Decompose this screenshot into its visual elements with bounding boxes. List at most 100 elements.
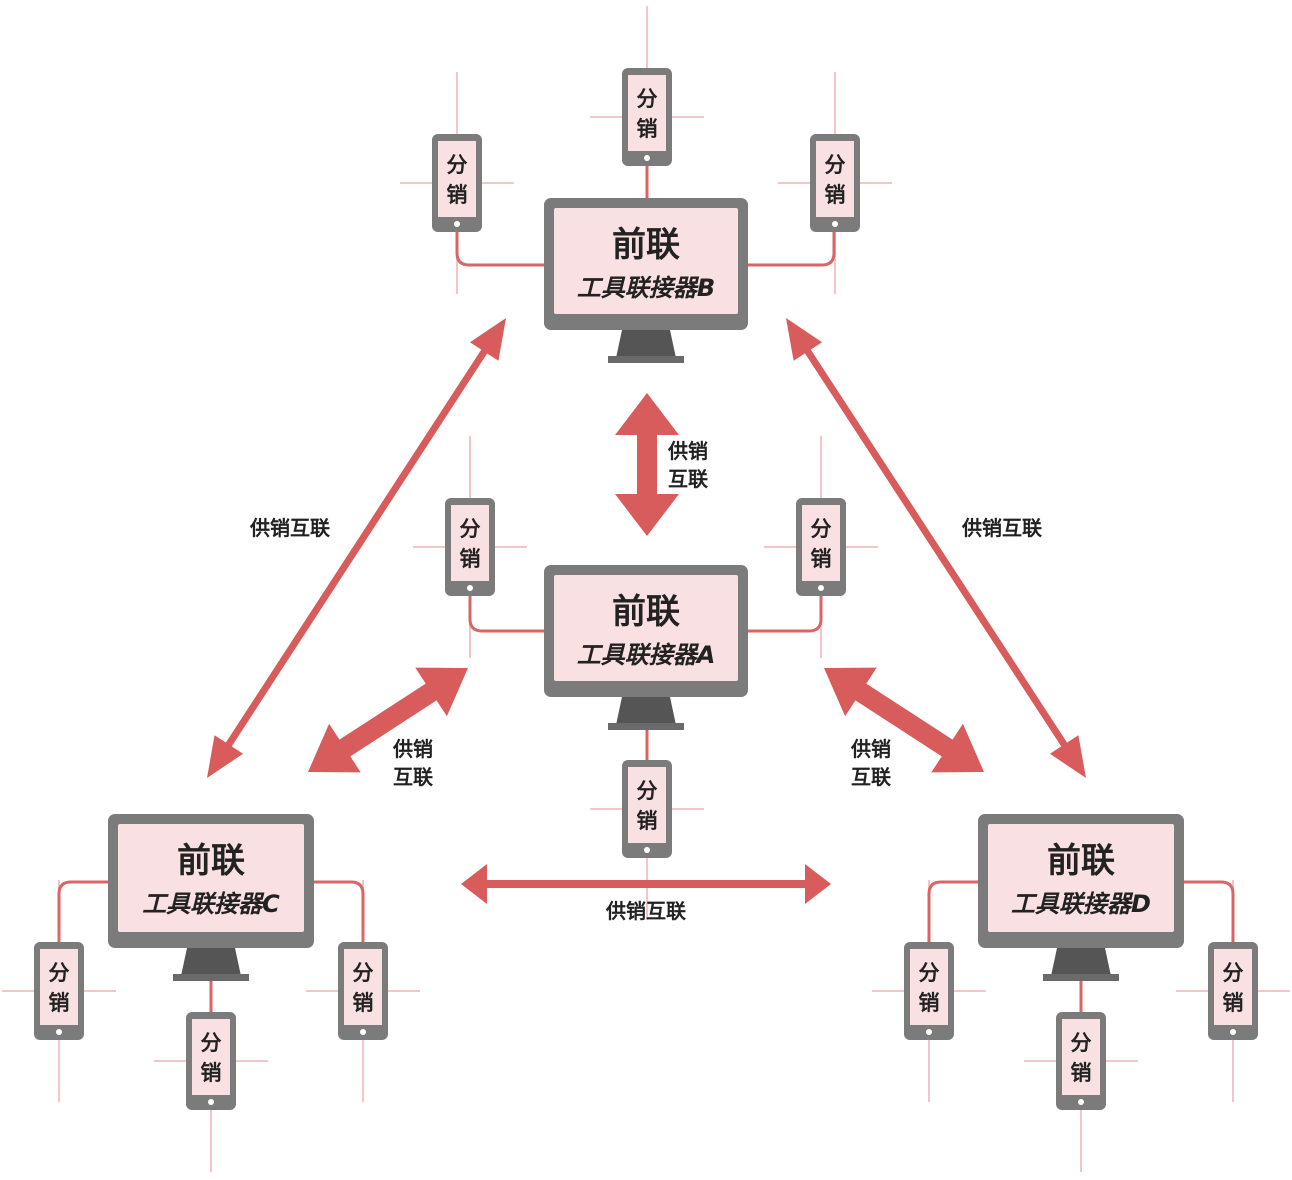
hub-title: 前联 [612, 592, 680, 632]
arrows-layer [207, 318, 1087, 904]
link-label-line1: 供销 [392, 737, 433, 761]
phone-home-button [818, 585, 824, 591]
phone-label-line2: 销 [637, 117, 658, 141]
monitor-base [608, 356, 684, 363]
monitor-icon [978, 814, 1184, 981]
arrow-a-d-icon [824, 667, 985, 773]
arrow-b-d-icon [786, 318, 1087, 778]
distribution-phone: 分销 [796, 498, 846, 596]
phone-home-button [832, 221, 838, 227]
phone-label-line1: 分 [637, 87, 658, 111]
wire-line [1184, 880, 1235, 942]
phone-screen [40, 949, 78, 1025]
phone-label-line1: 分 [49, 961, 70, 985]
phone-label-line2: 销 [1223, 991, 1244, 1015]
phone-screen [910, 949, 948, 1025]
phone-screen [438, 141, 476, 217]
phone-screen [451, 505, 489, 581]
link-label-line1: 供销互联 [961, 516, 1042, 540]
link-label-c-d: 供销互联 [605, 899, 686, 923]
link-label-line2: 互联 [851, 765, 891, 789]
distribution-phone: 分销 [34, 942, 84, 1040]
monitor-base [173, 974, 249, 981]
monitor-screen [554, 575, 738, 681]
phone-label-line2: 销 [811, 547, 832, 571]
arrow-a-c-icon [307, 667, 468, 773]
phone-icon [622, 760, 672, 858]
distribution-phone: 分销 [338, 942, 388, 1040]
link-label-line2: 互联 [668, 467, 708, 491]
monitor-icon [544, 198, 748, 363]
phone-home-button [454, 221, 460, 227]
phone-home-button [467, 585, 473, 591]
monitor-icon [108, 814, 314, 981]
link-label-line1: 供销 [667, 439, 708, 463]
monitor-base [608, 723, 684, 730]
phone-home-button [644, 155, 650, 161]
monitor-screen [118, 824, 304, 932]
link-label-line1: 供销互联 [605, 899, 686, 923]
phone-label-line1: 分 [919, 961, 940, 985]
hub-subtitle: 工具联接器A [577, 641, 716, 669]
monitor-stand [1051, 948, 1111, 976]
link-label-b-c: 供销互联 [249, 516, 330, 540]
hub-subtitle: 工具联接器D [1011, 890, 1151, 918]
phone-label-line1: 分 [811, 517, 832, 541]
distribution-phone: 分销 [904, 942, 954, 1040]
phone-icon [432, 134, 482, 232]
phone-home-button [208, 1099, 214, 1105]
phone-home-button [926, 1029, 932, 1035]
monitor-base [1043, 974, 1119, 981]
phone-icon [622, 68, 672, 166]
phone-label-line2: 销 [201, 1061, 222, 1085]
phone-label-line2: 销 [637, 809, 658, 833]
distribution-phone: 分销 [186, 1012, 236, 1110]
phone-screen [1062, 1019, 1100, 1095]
phone-home-button [56, 1029, 62, 1035]
phone-label-line1: 分 [637, 779, 658, 803]
wire-line [468, 596, 544, 633]
monitor-screen [988, 824, 1174, 932]
distribution-phone: 分销 [622, 68, 672, 166]
phone-label-line1: 分 [460, 517, 481, 541]
wire-line [314, 880, 365, 942]
monitor-stand [616, 697, 676, 725]
phone-home-button [1230, 1029, 1236, 1035]
wire-line [57, 880, 108, 942]
link-label-a-c: 供销互联 [392, 737, 433, 789]
hub-title: 前联 [612, 225, 680, 265]
arrow-b-c-icon [207, 318, 506, 778]
phone-icon [810, 134, 860, 232]
monitor-stand [181, 948, 241, 976]
phone-home-button [1078, 1099, 1084, 1105]
phone-screen [628, 75, 666, 151]
phone-icon [1056, 1012, 1106, 1110]
phone-icon [186, 1012, 236, 1110]
phone-label-line2: 销 [919, 991, 940, 1015]
distribution-phone: 分销 [1056, 1012, 1106, 1110]
phone-label-line1: 分 [825, 153, 846, 177]
distribution-phone: 分销 [810, 134, 860, 232]
phone-screen [802, 505, 840, 581]
distribution-phone: 分销 [445, 498, 495, 596]
phone-icon [445, 498, 495, 596]
link-label-a-b: 供销互联 [667, 439, 708, 491]
wires-layer [57, 166, 1235, 1012]
arrow-a-b-icon [615, 393, 679, 536]
distribution-phone: 分销 [622, 760, 672, 858]
phone-label-line1: 分 [1223, 961, 1244, 985]
phone-icon [904, 942, 954, 1040]
hub-title: 前联 [177, 841, 245, 881]
monitor-stand [616, 330, 676, 358]
distribution-phone: 分销 [432, 134, 482, 232]
phone-label-line1: 分 [1071, 1031, 1092, 1055]
phone-icon [34, 942, 84, 1040]
wire-line [748, 232, 836, 267]
phone-label-line2: 销 [825, 183, 846, 207]
phone-label-line2: 销 [1071, 1061, 1092, 1085]
phone-label-line2: 销 [49, 991, 70, 1015]
wire-line [927, 880, 978, 942]
link-label-a-d: 供销互联 [850, 737, 891, 789]
